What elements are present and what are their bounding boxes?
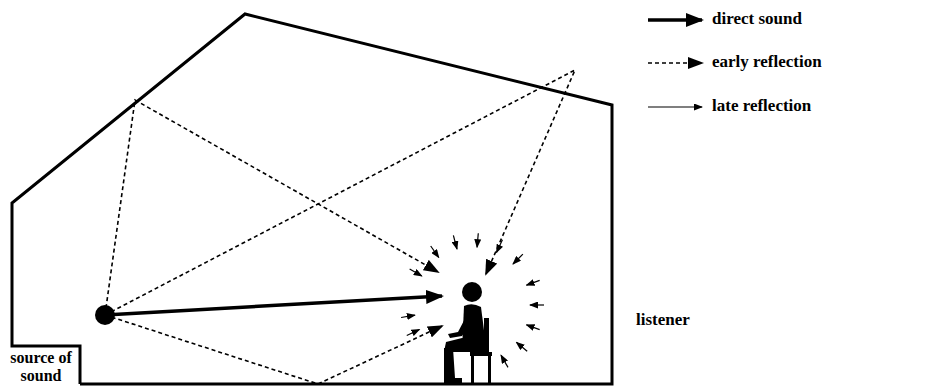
late-reflection-arrow — [516, 342, 527, 351]
sound-source — [95, 305, 115, 325]
early-reflections — [105, 70, 575, 384]
legend-label: direct sound — [712, 9, 802, 29]
late-reflection-arrow — [527, 280, 540, 285]
legend-line-sample — [648, 106, 702, 107]
late-reflections — [401, 233, 544, 367]
legend-label: late reflection — [712, 96, 811, 116]
direct-sound-arrow — [105, 296, 442, 315]
late-reflection-arrow — [453, 235, 457, 249]
legend-samples — [648, 20, 702, 107]
late-reflection-arrow — [431, 246, 439, 257]
late-reflection-arrow — [513, 254, 523, 264]
legend-label: early reflection — [712, 52, 822, 72]
legend-line-sample — [648, 62, 702, 64]
source-label: source of sound — [3, 349, 79, 385]
room-outline — [12, 14, 612, 384]
listener-label: listener — [636, 311, 690, 329]
late-reflection-arrow — [410, 269, 422, 276]
listener-figure — [444, 282, 492, 384]
late-reflection-arrow — [527, 325, 540, 330]
late-reflection-arrow — [501, 355, 508, 367]
late-reflection-arrow — [497, 240, 503, 253]
late-reflection-arrow — [530, 304, 544, 305]
legend-line-sample — [648, 18, 702, 22]
late-reflection-arrow — [477, 233, 478, 247]
late-reflection-arrow — [401, 315, 415, 317]
late-reflection-arrow — [407, 330, 420, 336]
